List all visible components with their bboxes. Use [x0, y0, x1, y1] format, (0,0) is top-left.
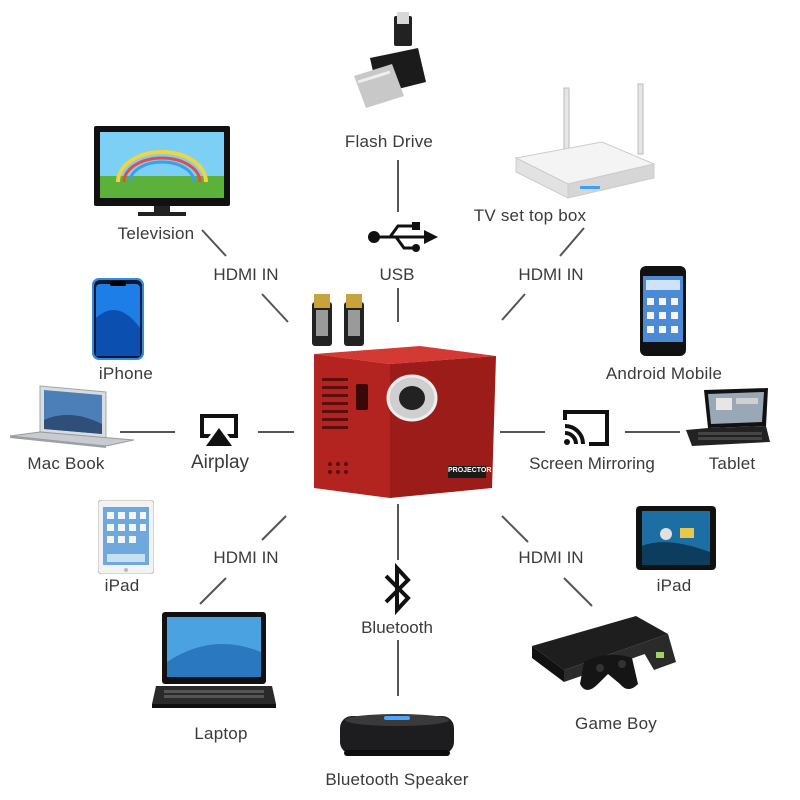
- iphone-label: iPhone: [98, 364, 154, 383]
- hdmi-in-bottom-right-label: HDMI IN: [518, 548, 584, 567]
- airplay-icon: [200, 414, 238, 446]
- android-mobile-label: Android Mobile: [605, 364, 723, 383]
- bluetooth-speaker-label: Bluetooth Speaker: [325, 770, 469, 789]
- projector-image: [312, 294, 496, 498]
- airplay-label: Airplay: [190, 452, 250, 473]
- line-tl-b: [261, 293, 289, 323]
- flash-drive-label: Flash Drive: [344, 132, 434, 151]
- laptop-label: Laptop: [194, 724, 248, 743]
- hdmi-in-top-left-label: HDMI IN: [213, 265, 279, 284]
- bluetooth-speaker-image: [340, 714, 454, 756]
- tablet-image: [686, 388, 770, 446]
- bluetooth-icon: [384, 562, 411, 616]
- hdmi-in-bottom-left-label: HDMI IN: [213, 548, 279, 567]
- tv-set-top-box-label: TV set top box: [473, 206, 587, 225]
- line-bl-b: [199, 577, 227, 605]
- tablet-label: Tablet: [708, 454, 756, 473]
- line-br-a: [501, 515, 529, 543]
- hdmi-in-top-right-label: HDMI IN: [518, 265, 584, 284]
- usb-label: USB: [379, 265, 415, 284]
- usb-icon: [368, 222, 438, 252]
- macbook-image: [10, 385, 134, 448]
- screen-mirroring-label: Screen Mirroring: [529, 454, 655, 473]
- tv-set-top-box-image: [514, 83, 656, 199]
- bluetooth-label: Bluetooth: [361, 618, 433, 637]
- line-tl-a: [201, 229, 227, 257]
- flash-drive-image: [354, 12, 426, 108]
- line-br-b: [563, 577, 593, 607]
- android-mobile-image: [640, 266, 686, 356]
- hdmi-cables: [312, 294, 364, 346]
- television-label: Television: [117, 224, 195, 243]
- game-boy-label: Game Boy: [575, 714, 657, 733]
- cast-icon: [563, 410, 609, 446]
- television-image: [94, 126, 230, 216]
- laptop-image: [152, 612, 276, 708]
- macbook-label: Mac Book: [27, 454, 105, 473]
- game-console-image: [532, 616, 676, 690]
- ipad-left-image: [98, 500, 154, 574]
- projector-badge: PROJECTOR: [448, 467, 492, 474]
- line-tr-b: [501, 293, 526, 321]
- line-bl-a: [261, 515, 287, 541]
- iphone-image: [92, 278, 144, 360]
- ipad-right-label: iPad: [656, 576, 692, 595]
- ipad-left-label: iPad: [104, 576, 140, 595]
- line-tr-a: [559, 227, 585, 257]
- ipad-right-image: [636, 506, 716, 570]
